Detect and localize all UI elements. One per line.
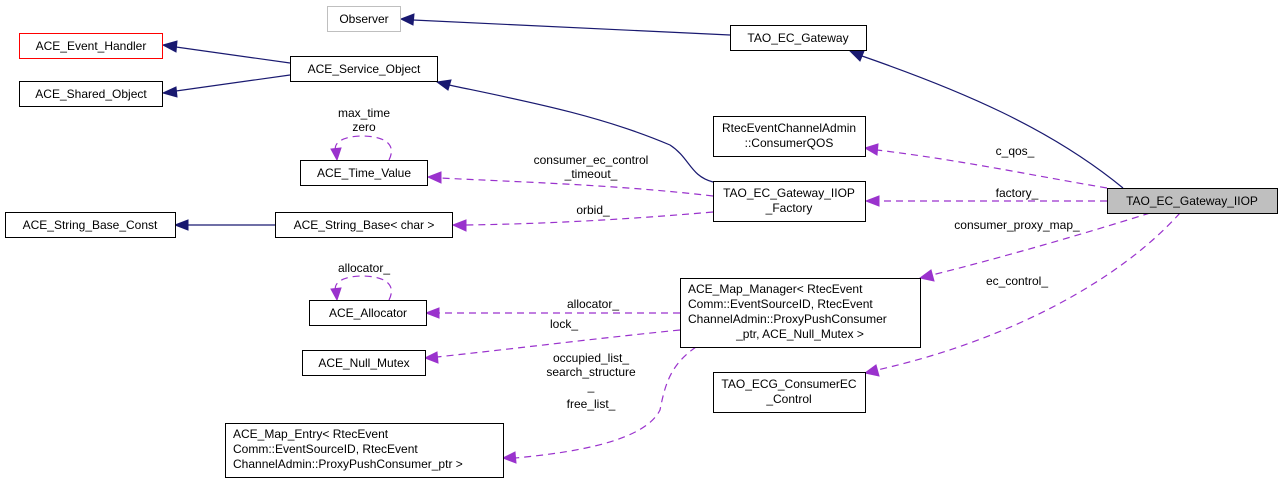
node-ace-map-manager[interactable]: ACE_Map_Manager< RtecEvent Comm::EventSo… bbox=[680, 278, 921, 348]
edge-factory-to-service-object bbox=[448, 84, 714, 183]
node-ace-service-object[interactable]: ACE_Service_Object bbox=[290, 56, 438, 82]
node-label: ACE_Null_Mutex bbox=[318, 356, 409, 370]
node-label-line-1: TAO_ECG_ConsumerEC bbox=[721, 377, 856, 391]
node-label: ACE_String_Base< char > bbox=[294, 218, 435, 232]
label-consumer-ec-control: consumer_ec_control bbox=[534, 153, 649, 167]
label-ec-control: ec_control_ bbox=[986, 274, 1048, 288]
node-label-line-2: _Factory bbox=[765, 201, 813, 215]
edge-map-manager-to-map-entry bbox=[514, 346, 697, 459]
node-label: TAO_EC_Gateway bbox=[747, 31, 848, 45]
node-tao-ec-gateway[interactable]: TAO_EC_Gateway bbox=[730, 25, 867, 51]
arrowhead-allocator-self bbox=[330, 287, 342, 302]
node-label-line-2: _Control bbox=[765, 392, 811, 406]
arrowhead-event-handler bbox=[161, 40, 178, 53]
node-ace-map-entry[interactable]: ACE_Map_Entry< RtecEvent Comm::EventSour… bbox=[225, 423, 504, 478]
label-underscore: _ bbox=[587, 379, 595, 393]
arrowhead-string-base-const bbox=[173, 219, 189, 231]
node-ace-event-handler[interactable]: ACE_Event_Handler bbox=[19, 33, 163, 59]
node-label-line-3: ChannelAdmin::ProxyPushConsumer_ptr > bbox=[233, 457, 463, 471]
usage-edges bbox=[330, 135, 1181, 464]
node-ace-string-base-const[interactable]: ACE_String_Base_Const bbox=[5, 212, 176, 238]
arrowhead-consumer-qos bbox=[863, 143, 879, 156]
arrowhead-string-base bbox=[451, 219, 467, 232]
arrowhead-allocator bbox=[424, 307, 440, 319]
arrowhead-time-value-self bbox=[330, 147, 342, 162]
node-label: ACE_Time_Value bbox=[317, 166, 411, 180]
node-label: TAO_EC_Gateway_IIOP bbox=[1126, 194, 1258, 208]
edge-time-value-self bbox=[334, 135, 392, 161]
edge-service-object-to-event-handler bbox=[175, 46, 291, 64]
node-label-line-3: ChannelAdmin::ProxyPushConsumer bbox=[688, 312, 887, 326]
node-label-line-2: Comm::EventSourceID, RtecEvent bbox=[233, 442, 418, 456]
node-ace-string-base[interactable]: ACE_String_Base< char > bbox=[275, 212, 453, 238]
node-label-line-1: ACE_Map_Manager< RtecEvent bbox=[688, 282, 863, 296]
node-label: ACE_Event_Handler bbox=[36, 39, 147, 53]
label-c-qos: c_qos_ bbox=[996, 144, 1035, 158]
arrowhead-ec-control bbox=[863, 364, 880, 377]
node-ace-null-mutex[interactable]: ACE_Null_Mutex bbox=[302, 350, 426, 376]
node-ace-time-value[interactable]: ACE_Time_Value bbox=[300, 160, 428, 186]
node-gateway-iiop-focus[interactable]: TAO_EC_Gateway_IIOP bbox=[1107, 188, 1278, 214]
edge-gateway-to-observer bbox=[412, 19, 731, 36]
node-consumer-qos[interactable]: RtecEventChannelAdmin ::ConsumerQOS bbox=[713, 116, 866, 157]
edge-iiop-to-ec-control bbox=[876, 212, 1181, 371]
node-label-line-1: RtecEventChannelAdmin bbox=[722, 121, 856, 135]
label-max-time: max_time bbox=[338, 106, 390, 120]
edge-service-object-to-shared-object bbox=[175, 74, 291, 92]
node-ace-shared-object[interactable]: ACE_Shared_Object bbox=[19, 81, 163, 107]
node-label-line-2: ::ConsumerQOS bbox=[745, 136, 834, 150]
node-gateway-iiop-factory[interactable]: TAO_EC_Gateway_IIOP _Factory bbox=[713, 181, 866, 222]
edge-iiop-to-gateway bbox=[861, 55, 1124, 189]
node-consumer-ec-control[interactable]: TAO_ECG_ConsumerEC _Control bbox=[713, 372, 866, 413]
label-orbid: orbid_ bbox=[576, 203, 610, 217]
node-label-line-1: ACE_Map_Entry< RtecEvent bbox=[233, 427, 389, 441]
arrowhead-factory bbox=[864, 195, 880, 207]
edge-factory-to-time-value bbox=[439, 177, 714, 197]
arrowhead-time-value bbox=[426, 171, 442, 184]
node-observer[interactable]: Observer bbox=[327, 6, 401, 32]
node-label-line-2: Comm::EventSourceID, RtecEvent bbox=[688, 297, 873, 311]
node-label-line-4: _ptr, ACE_Null_Mutex > bbox=[735, 327, 864, 341]
edge-allocator-self bbox=[334, 275, 392, 301]
label-timeout: _timeout_ bbox=[564, 167, 618, 181]
node-label: Observer bbox=[339, 12, 388, 26]
edge-map-manager-to-null-mutex bbox=[436, 329, 681, 358]
label-search-structure: search_structure bbox=[546, 365, 636, 379]
label-lock: lock_ bbox=[550, 317, 578, 331]
inheritance-edges bbox=[161, 13, 1124, 231]
edge-labels: max_time zero consumer_ec_control _timeo… bbox=[338, 106, 1080, 411]
arrowhead-null-mutex bbox=[423, 351, 439, 364]
label-factory: factory_ bbox=[996, 186, 1039, 200]
arrowhead-shared-object bbox=[161, 86, 178, 98]
arrowhead-service-object bbox=[435, 79, 452, 91]
arrowhead-tao-ec-gateway bbox=[848, 50, 865, 62]
edge-factory-to-string-base bbox=[464, 211, 714, 226]
label-allocator: allocator_ bbox=[567, 297, 619, 311]
arrowhead-observer bbox=[399, 13, 415, 26]
label-occupied-list: occupied_list_ bbox=[553, 351, 629, 365]
label-allocator-self: allocator_ bbox=[338, 261, 390, 275]
label-zero: zero bbox=[352, 120, 376, 134]
arrowhead-map-manager bbox=[918, 269, 935, 282]
node-label-line-1: TAO_EC_Gateway_IIOP bbox=[723, 186, 855, 200]
edge-iiop-to-consumer-qos bbox=[876, 149, 1108, 189]
node-label: ACE_Shared_Object bbox=[35, 87, 147, 101]
node-ace-allocator[interactable]: ACE_Allocator bbox=[309, 300, 427, 326]
node-label: ACE_String_Base_Const bbox=[23, 218, 158, 232]
arrowhead-map-entry bbox=[501, 451, 517, 464]
node-label: ACE_Service_Object bbox=[308, 62, 421, 76]
node-label: ACE_Allocator bbox=[329, 306, 407, 320]
label-consumer-proxy-map: consumer_proxy_map_ bbox=[954, 218, 1080, 232]
label-free-list: free_list_ bbox=[567, 397, 616, 411]
edge-iiop-to-map-manager bbox=[931, 212, 1151, 276]
